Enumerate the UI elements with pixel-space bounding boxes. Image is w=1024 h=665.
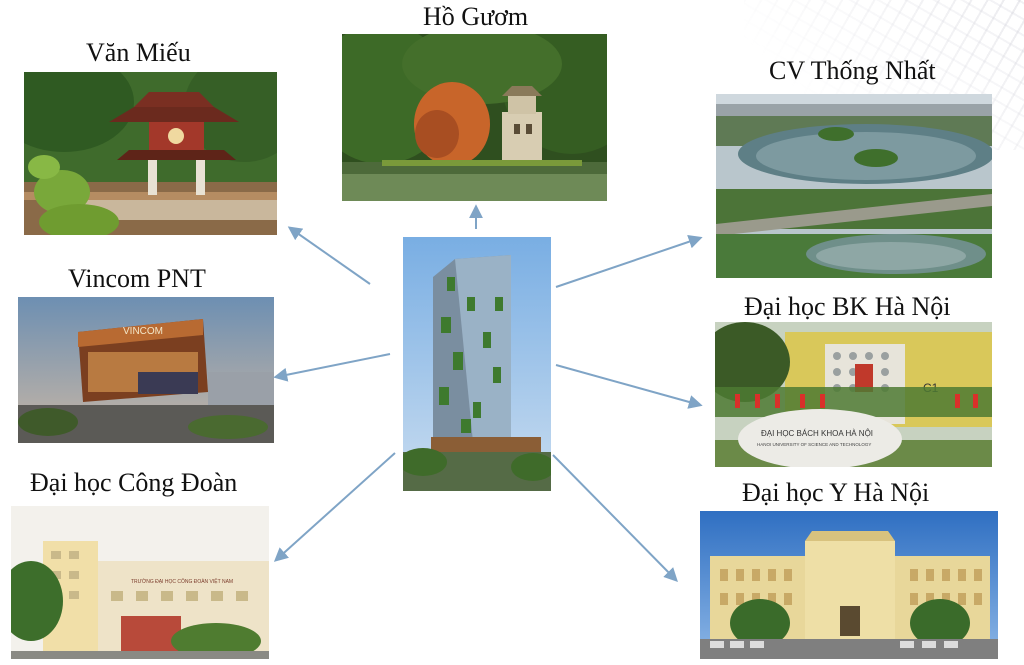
- arrow-to-van-mieu: [287, 226, 371, 285]
- photo-cv-thong-nhat: [716, 94, 992, 278]
- label-cv-thong-nhat: CV Thống Nhất: [769, 56, 936, 85]
- photo-dai-hoc-bk: C1 ĐẠI HỌC BÁCH KHOA HÀ NỘI HANOI UNIVER…: [715, 322, 992, 467]
- label-van-mieu: Văn Miếu: [86, 38, 191, 67]
- svg-text:VINCOM: VINCOM: [123, 326, 163, 337]
- label-vincom-pnt: Vincom PNT: [68, 264, 206, 293]
- svg-text:TRƯỜNG ĐẠI HỌC CÔNG ĐOÀN VIỆT: TRƯỜNG ĐẠI HỌC CÔNG ĐOÀN VIỆT NAM: [131, 577, 233, 585]
- svg-text:HANOI UNIVERSITY OF SCIENCE AN: HANOI UNIVERSITY OF SCIENCE AND TECHNOLO…: [757, 442, 871, 447]
- arrow-to-dai-hoc-y: [552, 454, 678, 582]
- arrow-to-cv-thong-nhat: [555, 234, 703, 288]
- photo-dai-hoc-cong-doan: TRƯỜNG ĐẠI HỌC CÔNG ĐOÀN VIỆT NAM: [11, 506, 269, 659]
- photo-van-mieu: [24, 72, 277, 235]
- label-dai-hoc-cong-doan: Đại học Công Đoàn: [30, 468, 238, 497]
- photo-dai-hoc-y: [700, 511, 998, 659]
- label-dai-hoc-bk: Đại học BK Hà Nội: [744, 292, 951, 321]
- photo-ho-guom: [342, 34, 607, 201]
- svg-text:ĐẠI HỌC BÁCH KHOA HÀ NỘI: ĐẠI HỌC BÁCH KHOA HÀ NỘI: [761, 429, 873, 438]
- photo-vincom-pnt: VINCOM: [18, 297, 274, 443]
- arrow-to-dai-hoc-bk: [555, 364, 703, 409]
- arrow-to-dai-hoc-cong-doan: [273, 452, 396, 562]
- label-ho-guom: Hồ Gươm: [423, 2, 529, 31]
- photo-center-tower: [403, 237, 551, 491]
- label-dai-hoc-y: Đại học Y Hà Nội: [742, 478, 930, 507]
- arrow-to-vincom-pnt: [273, 353, 391, 382]
